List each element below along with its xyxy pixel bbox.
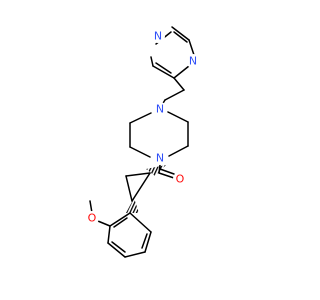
atom-label-background [186,54,200,68]
pyrazine-bond [188,39,195,56]
stereo-hash-bond [146,165,166,176]
pyrazine-nitrogen-label: N [186,54,200,68]
piperazine-bond [168,145,189,157]
benzene-bond-inner [141,233,148,249]
pyrazine-nitrogen-label: N [151,29,165,43]
atom-label-background [85,211,99,225]
piperazine-bond [129,146,151,158]
atom-label-background [153,151,167,165]
carbonyl-bond [158,172,175,179]
piperazine-bond [129,112,152,124]
methoxy-oxygen-text: O [88,212,97,225]
carbonyl-oxygen-text: O [176,173,185,186]
atom-label-background [173,172,187,186]
benzene-bond-inner [111,241,126,253]
bond-layer [89,26,195,258]
piperazine-nitrogen-label: N [153,151,167,165]
benzene-bond [129,212,152,233]
benzene-bond-inner [113,217,128,228]
benzene-bond [124,251,146,258]
pyrazine-bond [152,65,175,79]
molecule-structure-diagram: N N N N O O [85,26,200,258]
pyrazine-bond [173,65,190,79]
pyrazine-bond [150,56,154,67]
cyclopropane-bond [125,172,151,177]
ethyl-bond [164,89,185,101]
carbonyl-bond-second [159,168,175,175]
ethyl-bond [173,77,185,91]
pyrazine-n1-text: N [154,30,162,43]
carbonyl-oxygen-label: O [173,172,187,186]
atom-label-background [153,102,167,116]
pyrazine-bond-inner [173,31,188,43]
pyrazine-bond [171,26,190,41]
pyrazine-n4-text: N [189,55,197,68]
cyclopropane-bond [131,172,151,202]
benzene-bond [107,225,111,244]
piperazine-nitrogen-label: N [153,102,167,116]
benzene-bond [109,212,131,227]
atom-label-layer: N N N N O O [85,29,200,225]
cyclopropane-bond [125,175,133,202]
piperazine-bond [167,111,189,123]
pyrazine-bond-inner [155,62,172,74]
benzene-bond [144,231,152,253]
piperazine-n-alkyl-text: N [156,103,164,116]
piperazine-n-acyl-text: N [156,152,164,165]
stereo-hash-bond [126,198,139,213]
stereo-bond-layer [126,165,166,213]
methoxy-oxygen-label: O [85,211,99,225]
benzene-bond [107,242,126,258]
atom-label-background [151,29,165,43]
